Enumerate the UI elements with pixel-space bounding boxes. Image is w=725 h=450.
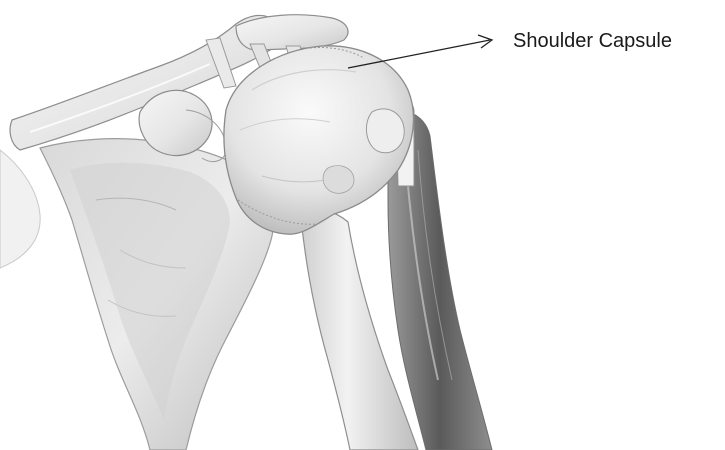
shoulder-capsule-label: Shoulder Capsule: [513, 30, 672, 53]
ribcage-edge: [0, 150, 40, 268]
coracoid-process: [139, 90, 212, 155]
